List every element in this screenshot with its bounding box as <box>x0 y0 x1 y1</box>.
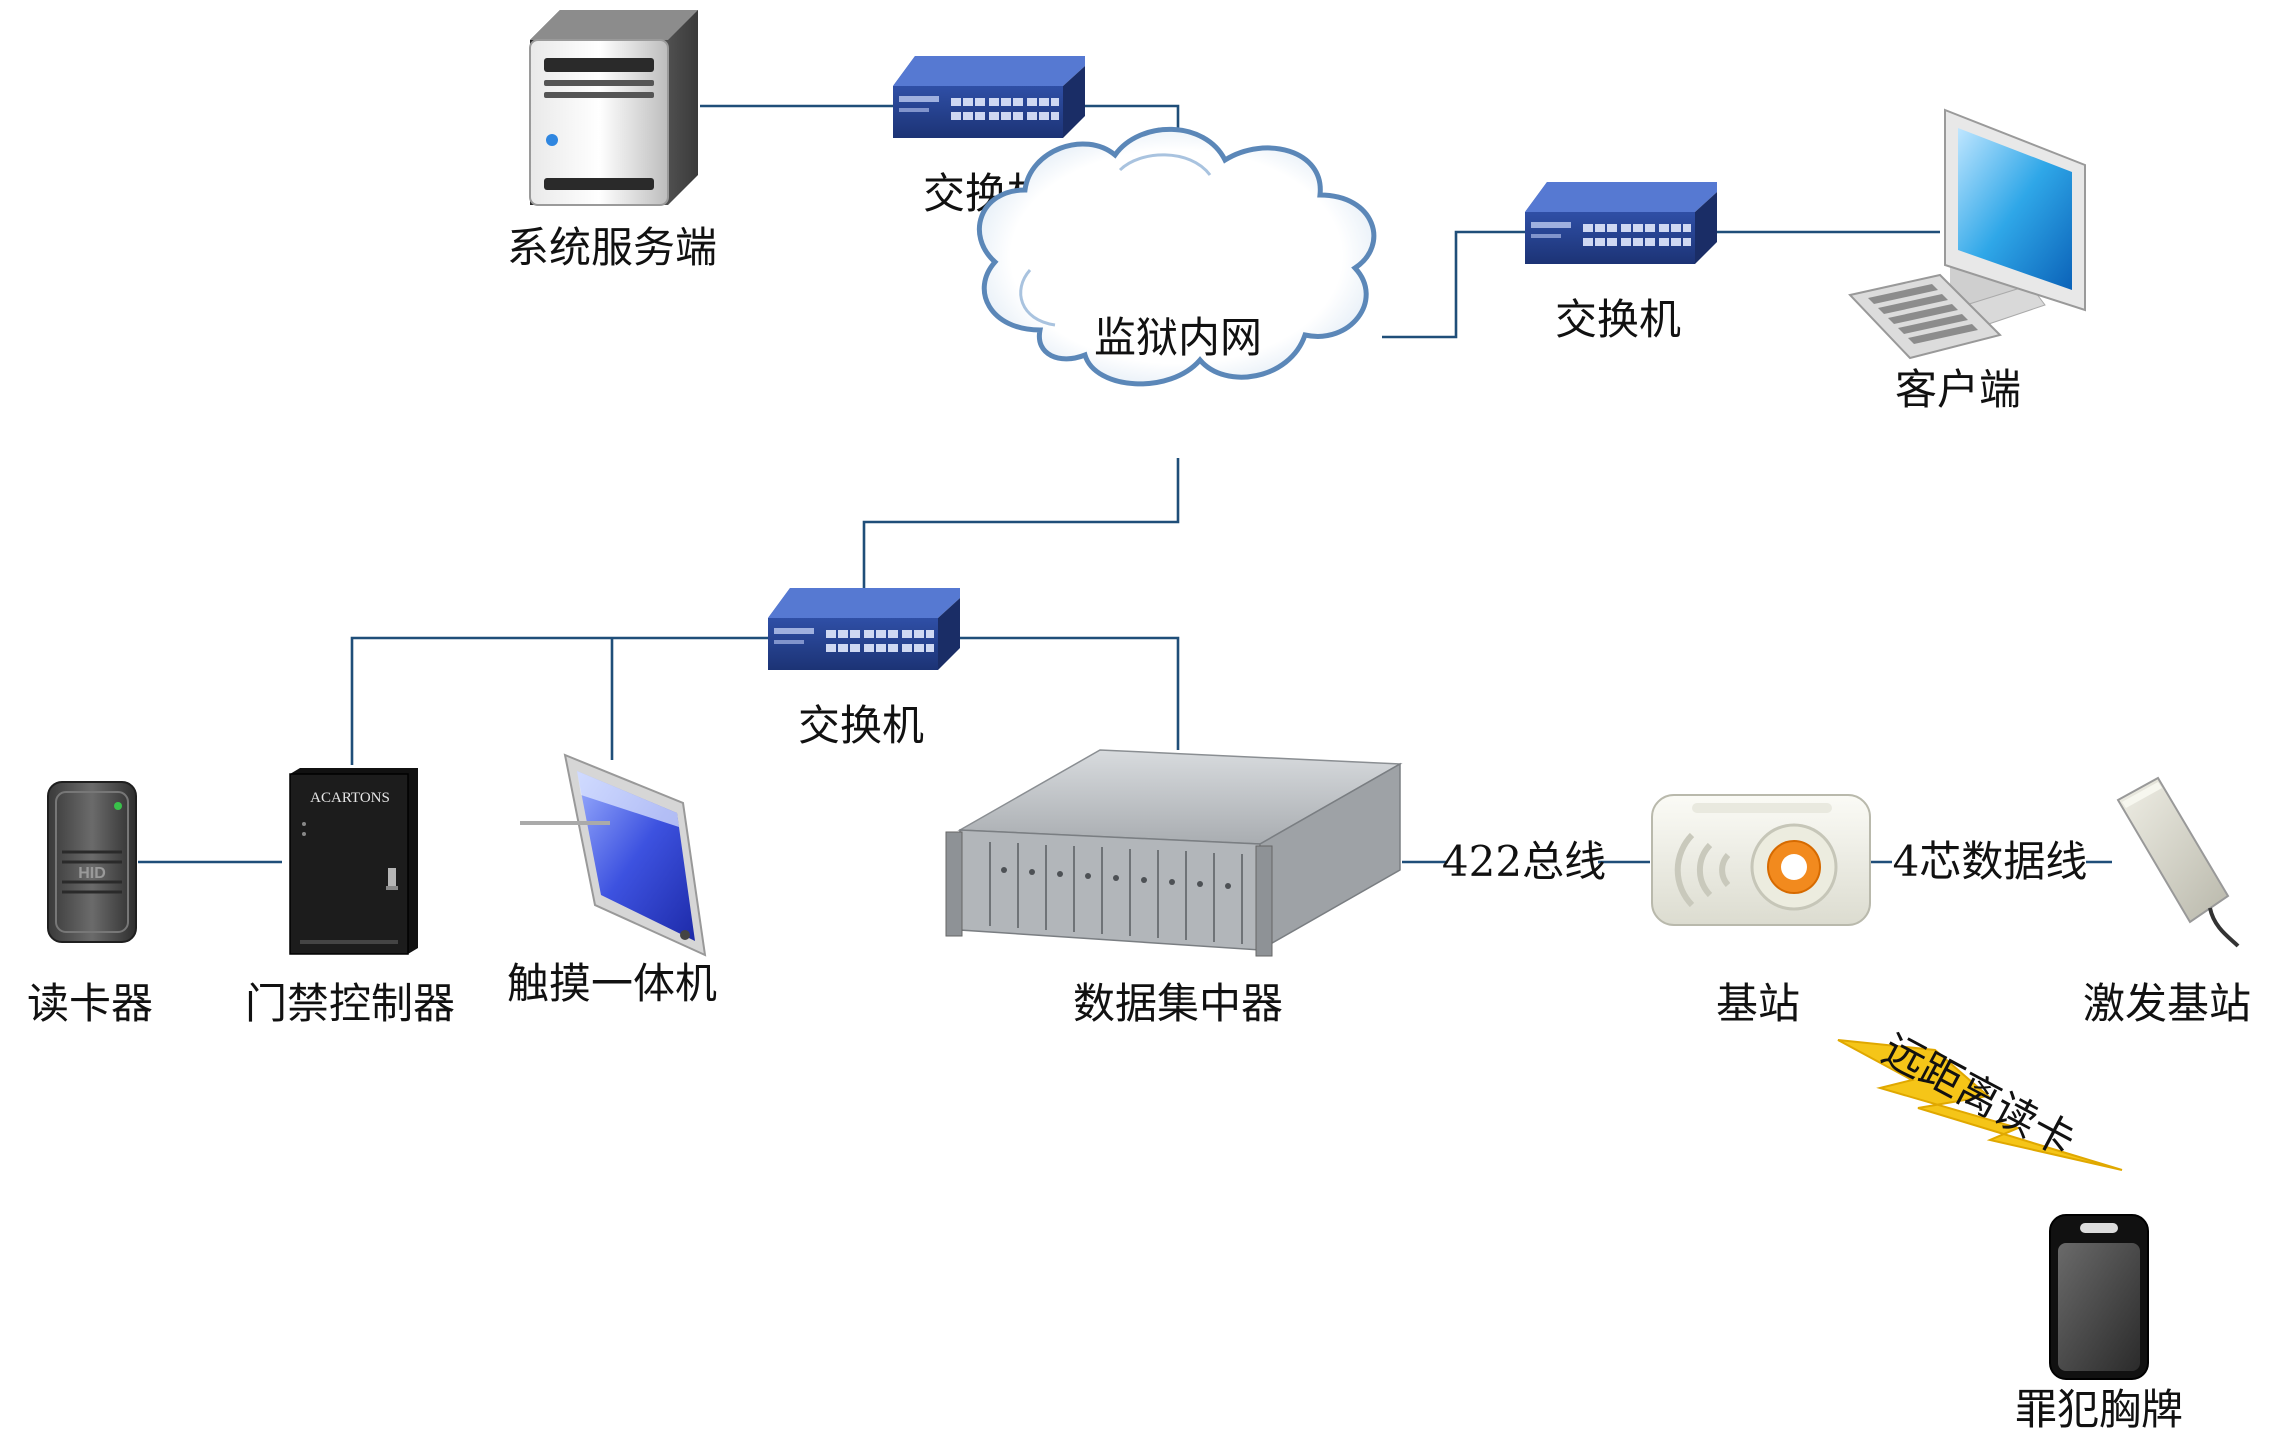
client-computer-icon <box>1848 108 2086 360</box>
intranet-label: 监狱内网 <box>1094 313 1262 362</box>
line-cloud-switch-bottom <box>862 458 1180 590</box>
switch-right-label: 交换机 <box>1555 295 1681 344</box>
data-concentrator-icon <box>945 749 1403 957</box>
access-controller-label: 门禁控制器 <box>245 979 455 1028</box>
trigger-base-station-icon <box>2116 776 2240 948</box>
touch-terminal-label: 触摸一体机 <box>507 959 717 1008</box>
intranet-cloud-icon <box>976 126 1377 387</box>
connection-lines <box>138 104 2112 864</box>
card-reader-icon: HID <box>47 781 137 943</box>
four-core-cable-label: 4芯数据线 <box>1893 837 2088 886</box>
base-station-label: 基站 <box>1716 979 1800 1028</box>
trigger-base-station-label: 激发基站 <box>2083 979 2251 1028</box>
reader-brand-text: HID <box>78 865 106 882</box>
server-label: 系统服务端 <box>507 223 717 272</box>
server-icon <box>529 10 698 206</box>
client-label: 客户端 <box>1895 365 2021 414</box>
line-cloud-switch-right <box>1382 230 1527 339</box>
prisoner-badge-label: 罪犯胸牌 <box>2015 1385 2183 1433</box>
bus-422-label: 422总线 <box>1442 837 1606 886</box>
switch-icon-top <box>893 56 1085 138</box>
card-reader-label: 读卡器 <box>27 979 153 1028</box>
switch-icon-bottom <box>768 588 960 670</box>
long-range-lightning-icon <box>1837 1039 2123 1171</box>
prisoner-badge-icon <box>2049 1214 2149 1380</box>
switch-icon-right <box>1525 182 1717 264</box>
access-controller-icon: ACARTONS <box>289 768 418 955</box>
base-station-icon <box>1651 794 1871 926</box>
switch-bottom-label: 交换机 <box>798 701 924 750</box>
data-concentrator-label: 数据集中器 <box>1073 979 1283 1028</box>
line-switch-concentrator <box>958 636 1180 750</box>
line-switch-bus <box>350 636 770 765</box>
controller-brand-text: ACARTONS <box>310 790 390 806</box>
touch-terminal-icon <box>563 753 707 957</box>
